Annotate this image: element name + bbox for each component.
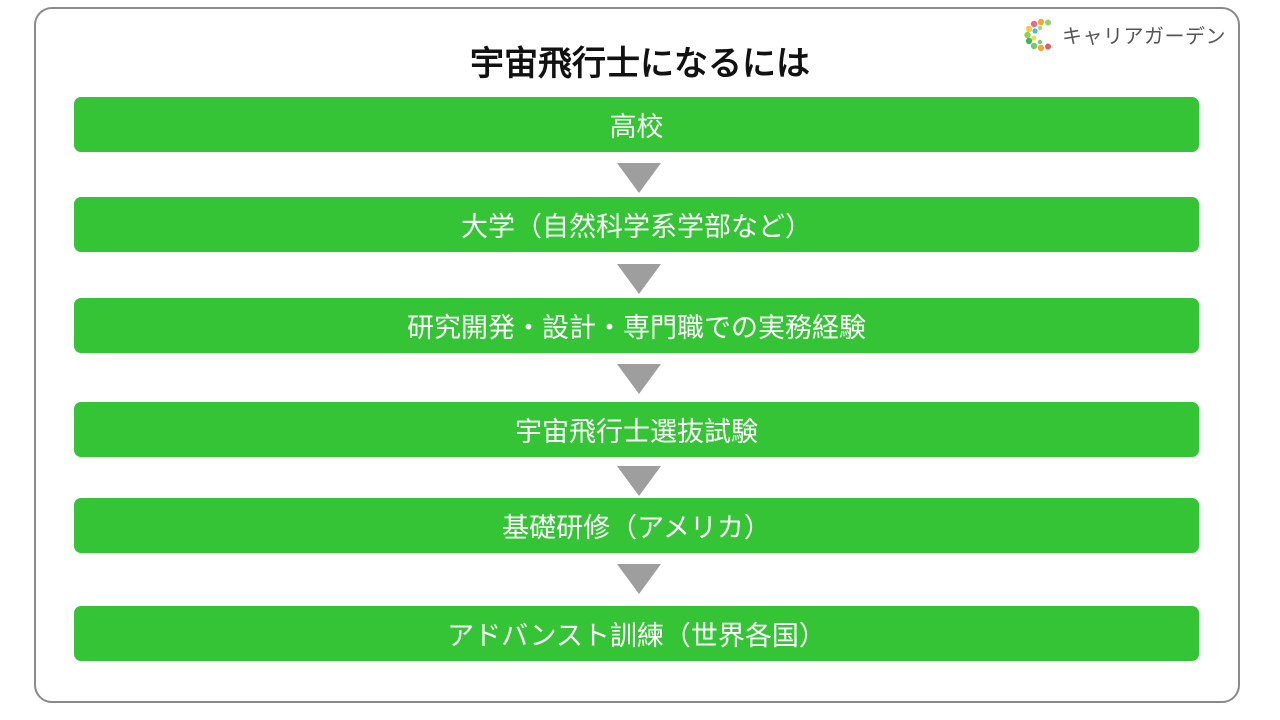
brand-logo[interactable]: キャリアガーデン	[1024, 16, 1226, 52]
step-box-6: アドバンスト訓練（世界各国）	[74, 606, 1199, 661]
step-box-4: 宇宙飛行士選抜試験	[74, 402, 1199, 457]
diagram-title: 宇宙飛行士になるには	[470, 44, 810, 84]
step-box-2: 大学（自然科学系学部など）	[74, 197, 1199, 252]
down-arrow-icon	[617, 264, 661, 294]
down-arrow-icon	[617, 466, 661, 496]
step-box-1: 高校	[74, 97, 1199, 152]
down-arrow-icon	[617, 364, 661, 394]
step-box-3: 研究開発・設計・専門職での実務経験	[74, 298, 1199, 353]
down-arrow-icon	[617, 564, 661, 594]
step-box-5: 基礎研修（アメリカ）	[74, 498, 1199, 553]
brand-name: キャリアガーデン	[1062, 23, 1226, 48]
down-arrow-icon	[617, 163, 661, 193]
leafy-c-logo-icon	[1024, 18, 1051, 51]
